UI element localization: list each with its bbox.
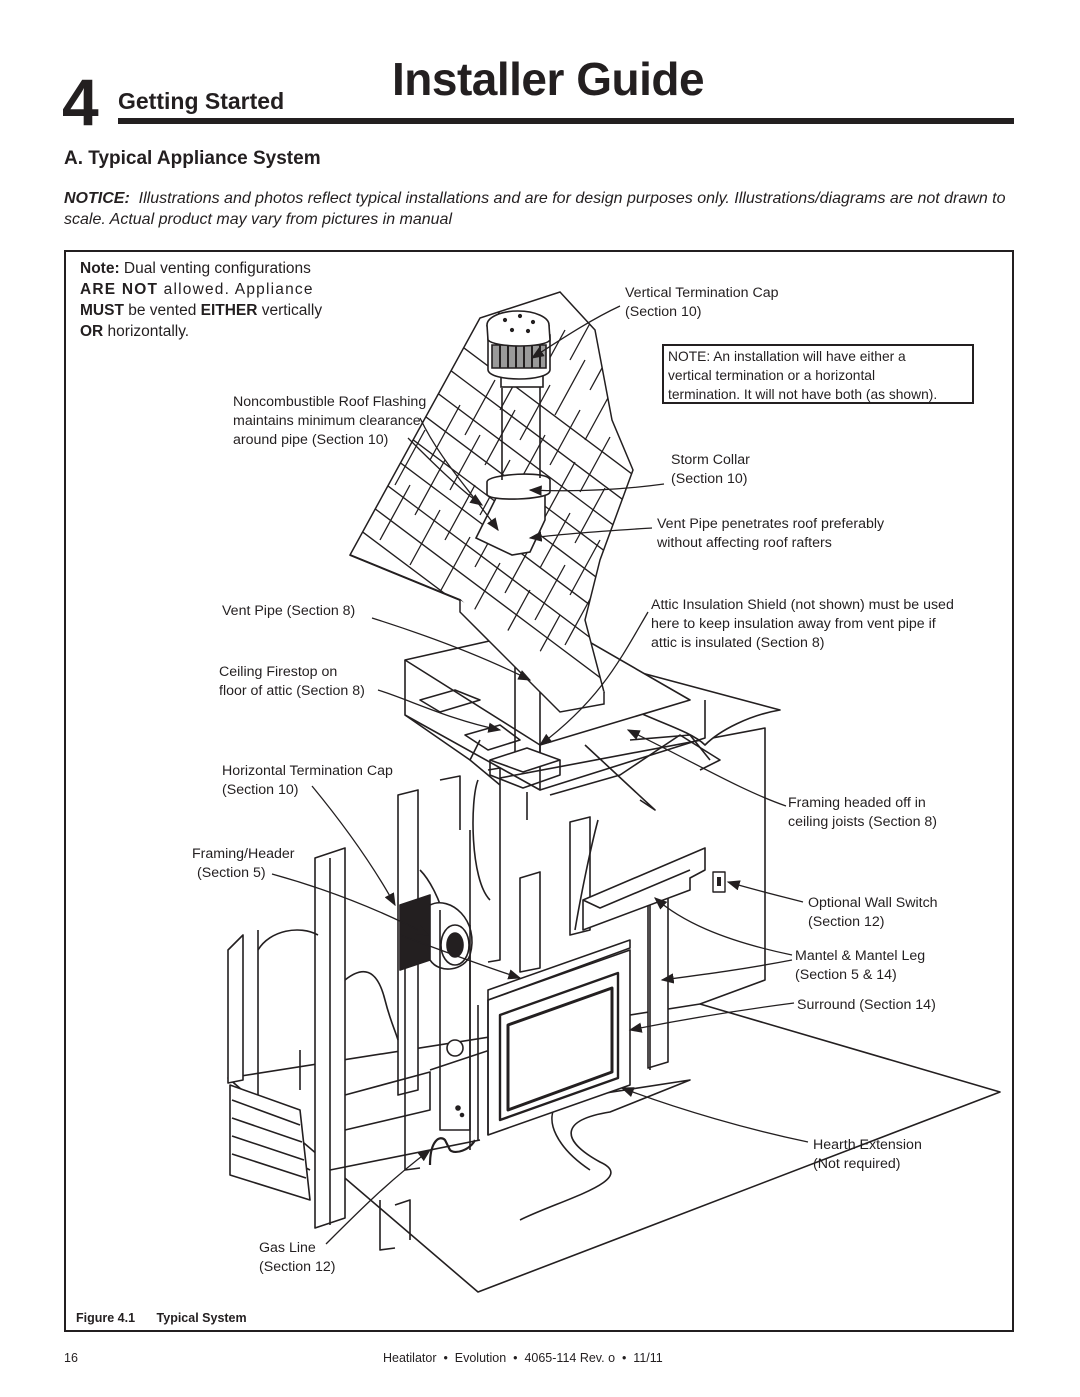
note-emphasis: ARE NOT xyxy=(80,281,159,298)
note-text: allowed. Appliance xyxy=(158,281,314,298)
callout-hearth-extension: Hearth Extension (Not required) xyxy=(813,1136,922,1174)
callout-line: (Section 5 & 14) xyxy=(795,967,897,983)
notice-paragraph: NOTICE: Illustrations and photos reflect… xyxy=(64,188,1024,230)
callout-wall-switch: Optional Wall Switch (Section 12) xyxy=(808,894,938,932)
callout-line: Surround (Section 14) xyxy=(797,997,936,1013)
installation-note-line-2: vertical termination or a horizontal xyxy=(668,368,876,383)
callout-line: Horizontal Termination Cap xyxy=(222,763,393,779)
note-emphasis: MUST xyxy=(80,302,124,319)
dual-venting-note: Note: Dual venting configurations ARE NO… xyxy=(80,258,322,342)
callout-vent-penetrates: Vent Pipe penetrates roof preferably wit… xyxy=(657,515,884,553)
notice-text: Illustrations and photos reflect typical… xyxy=(64,190,1006,228)
callout-line: (Section 10) xyxy=(222,782,299,798)
chapter-number: 4 xyxy=(62,65,99,139)
callout-line: Framing headed off in xyxy=(788,795,926,811)
callout-framing-header: Framing/Header (Section 5) xyxy=(192,845,295,883)
page-number: 16 xyxy=(64,1351,78,1365)
note-line-4: OR horizontally. xyxy=(80,321,322,342)
callout-line: here to keep insulation away from vent p… xyxy=(651,616,936,632)
figure-frame xyxy=(64,250,1014,1332)
callout-line: without affecting roof rafters xyxy=(657,535,832,551)
note-text: horizontally. xyxy=(103,323,190,340)
note-line-3: MUST be vented EITHER vertically xyxy=(80,300,322,321)
callout-line: attic is insulated (Section 8) xyxy=(651,635,825,651)
callout-gas-line: Gas Line (Section 12) xyxy=(259,1239,336,1277)
callout-line: floor of attic (Section 8) xyxy=(219,683,365,699)
footer-text: Heatilator • Evolution • 4065-114 Rev. o… xyxy=(383,1351,663,1365)
callout-horizontal-cap: Horizontal Termination Cap (Section 10) xyxy=(222,762,393,800)
note-text: vertically xyxy=(257,302,323,319)
callout-line: Hearth Extension xyxy=(813,1137,922,1153)
callout-line: (Section 10) xyxy=(625,304,702,320)
subsection-title: A. Typical Appliance System xyxy=(64,148,321,169)
callout-framing-headed: Framing headed off in ceiling joists (Se… xyxy=(788,794,937,832)
callout-line: around pipe (Section 10) xyxy=(233,432,389,448)
note-emphasis: Note: xyxy=(80,260,120,277)
figure-caption: Figure 4.1 Typical System xyxy=(76,1311,265,1325)
callout-mantel: Mantel & Mantel Leg (Section 5 & 14) xyxy=(795,947,925,985)
callout-line: (Not required) xyxy=(813,1156,901,1172)
callout-ceiling-firestop: Ceiling Firestop on floor of attic (Sect… xyxy=(219,663,365,701)
callout-line: Storm Collar xyxy=(671,452,750,468)
figure-title: Typical System xyxy=(156,1311,247,1325)
note-line-2: ARE NOT allowed. Appliance xyxy=(80,279,322,300)
note-emphasis: OR xyxy=(80,323,104,340)
callout-line: Optional Wall Switch xyxy=(808,895,938,911)
installation-note-line-3: termination. It will not have both (as s… xyxy=(668,387,938,402)
callout-storm-collar: Storm Collar (Section 10) xyxy=(671,451,750,489)
callout-line: ceiling joists (Section 8) xyxy=(788,814,938,830)
note-line-1: Note: Dual venting configurations xyxy=(80,258,322,279)
callout-surround: Surround (Section 14) xyxy=(797,996,936,1015)
note-emphasis: EITHER xyxy=(200,302,258,319)
callout-line: (Section 12) xyxy=(259,1259,336,1275)
callout-attic-shield: Attic Insulation Shield (not shown) must… xyxy=(651,596,954,653)
callout-line: Vent Pipe penetrates roof preferably xyxy=(657,516,885,532)
guide-title: Installer Guide xyxy=(392,53,705,105)
callout-line: (Section 12) xyxy=(808,914,885,930)
notice-label: NOTICE: xyxy=(64,190,130,207)
callout-line: Mantel & Mantel Leg xyxy=(795,948,926,964)
callout-line: Attic Insulation Shield (not shown) must… xyxy=(651,597,954,613)
note-text: be vented xyxy=(123,302,201,319)
callout-roof-flashing: Noncombustible Roof Flashing maintains m… xyxy=(233,393,426,450)
callout-line: Framing/Header xyxy=(192,846,295,862)
callout-line: Noncombustible Roof Flashing xyxy=(233,394,427,410)
callout-line: maintains minimum clearance xyxy=(233,413,421,429)
callout-line: Vent Pipe (Section 8) xyxy=(222,603,356,619)
installation-note-box: NOTE: An installation will have either a… xyxy=(662,344,974,404)
callout-line: Vertical Termination Cap xyxy=(625,285,779,301)
callout-line: (Section 10) xyxy=(671,471,748,487)
callout-vent-pipe: Vent Pipe (Section 8) xyxy=(222,602,355,621)
installation-note-line-1: NOTE: An installation will have either a xyxy=(668,349,906,364)
callout-line: (Section 5) xyxy=(197,865,266,881)
callout-line: Gas Line xyxy=(259,1240,316,1256)
header-rule xyxy=(118,118,1014,124)
callout-line: Ceiling Firestop on xyxy=(219,664,338,680)
callout-vertical-cap: Vertical Termination Cap (Section 10) xyxy=(625,284,779,322)
note-text: Dual venting configurations xyxy=(119,260,311,277)
figure-number: Figure 4.1 xyxy=(76,1311,136,1325)
section-name: Getting Started xyxy=(118,88,285,114)
